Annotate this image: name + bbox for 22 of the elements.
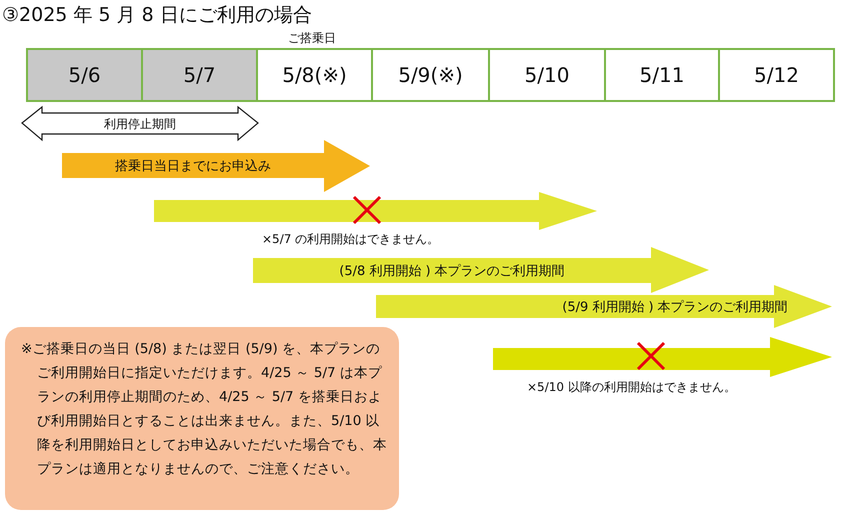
title: ③2025 年 5 月 8 日にご利用の場合 (2, 3, 312, 28)
arrow-label: (5/9 利用開始 ) 本プランのご利用期間 (562, 298, 788, 316)
timeline-bar (253, 247, 709, 293)
note-box (5, 327, 399, 510)
date-cell: 5/9(※) (371, 48, 490, 102)
date-cell: 5/12 (718, 48, 835, 102)
note-text: ご搭乗日 (288, 30, 336, 47)
date-cell: 5/6 (26, 48, 143, 102)
date-cell: 5/7 (141, 48, 258, 102)
arrow-label: 搭乗日当日までにお申込み (115, 158, 271, 174)
timeline-bar (493, 337, 832, 377)
date-cell: 5/10 (488, 48, 606, 102)
period-label: 利用停止期間 (104, 116, 176, 133)
note-text: ×5/7 の利用開始はできません。 (262, 231, 440, 248)
timeline-bar (154, 192, 597, 230)
timeline-bar (62, 140, 370, 192)
date-cell: 5/8(※) (256, 48, 373, 102)
date-cell: 5/11 (604, 48, 720, 102)
arrow-label: (5/8 利用開始 ) 本プランのご利用期間 (339, 262, 565, 280)
note-text: ※ご搭乗日の当日 (5/8) または翌日 (5/9) を、本プランのご利用開始日に指定いただけます。4/25 ～ 5/7 は本プランの利用停止期間のため、4/25 ～ 5/7 を搭乗日および利用開始日とすることは出来ません。また、5/10 以降を利用開始日としてお申込みいただいた場合でも、本プランは適用となりませんので、ご注意ください。 (20, 340, 387, 479)
note-text: ×5/10 以降の利用開始はできません。 (527, 379, 736, 396)
timeline-bar (376, 285, 832, 328)
